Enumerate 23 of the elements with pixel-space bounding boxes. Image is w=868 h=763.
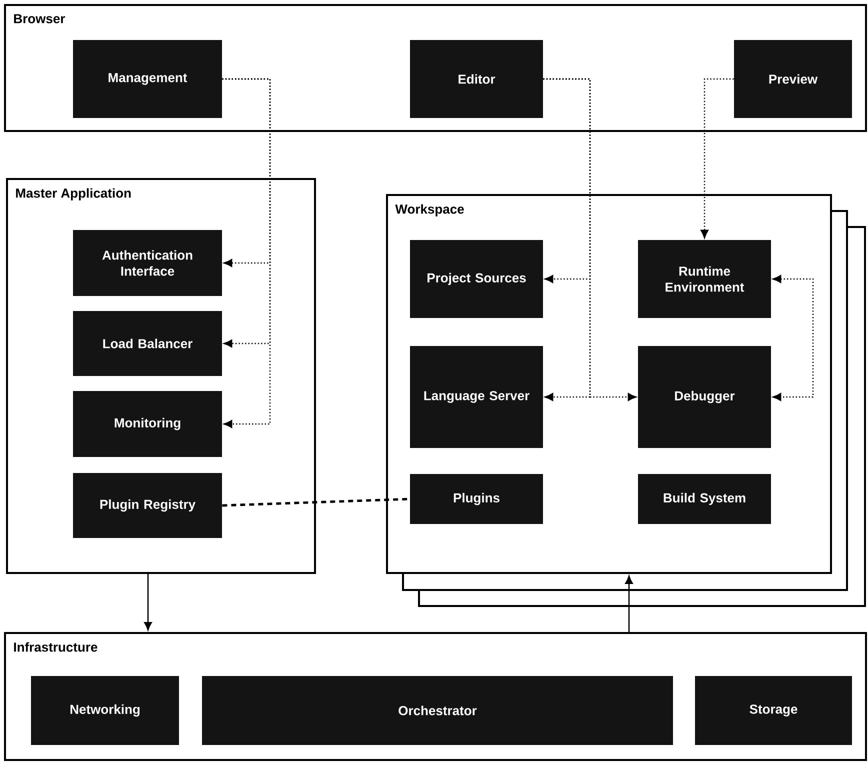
component-box: Language Server <box>410 346 543 448</box>
component-box: Load Balancer <box>73 311 222 376</box>
component-box: Networking <box>31 676 179 745</box>
component-box: Plugin Registry <box>73 473 222 538</box>
arrow <box>772 275 814 401</box>
component-box: Editor <box>410 40 543 118</box>
component-box: Preview <box>734 40 852 118</box>
component-box: Authentication Interface <box>73 230 222 296</box>
arrow <box>625 576 633 632</box>
arrow <box>700 78 734 238</box>
connector-line <box>222 498 410 507</box>
component-box: Monitoring <box>73 391 222 457</box>
component-box: Orchestrator <box>202 676 673 745</box>
arrow <box>543 78 636 401</box>
arrow <box>144 574 152 630</box>
component-box: Runtime Environment <box>638 240 771 318</box>
component-box: Plugins <box>410 474 543 524</box>
component-box: Management <box>73 40 222 118</box>
component-box: Build System <box>638 474 771 524</box>
arrow <box>222 78 271 428</box>
component-box: Storage <box>695 676 852 745</box>
component-box: Debugger <box>638 346 771 448</box>
component-box: Project Sources <box>410 240 543 318</box>
